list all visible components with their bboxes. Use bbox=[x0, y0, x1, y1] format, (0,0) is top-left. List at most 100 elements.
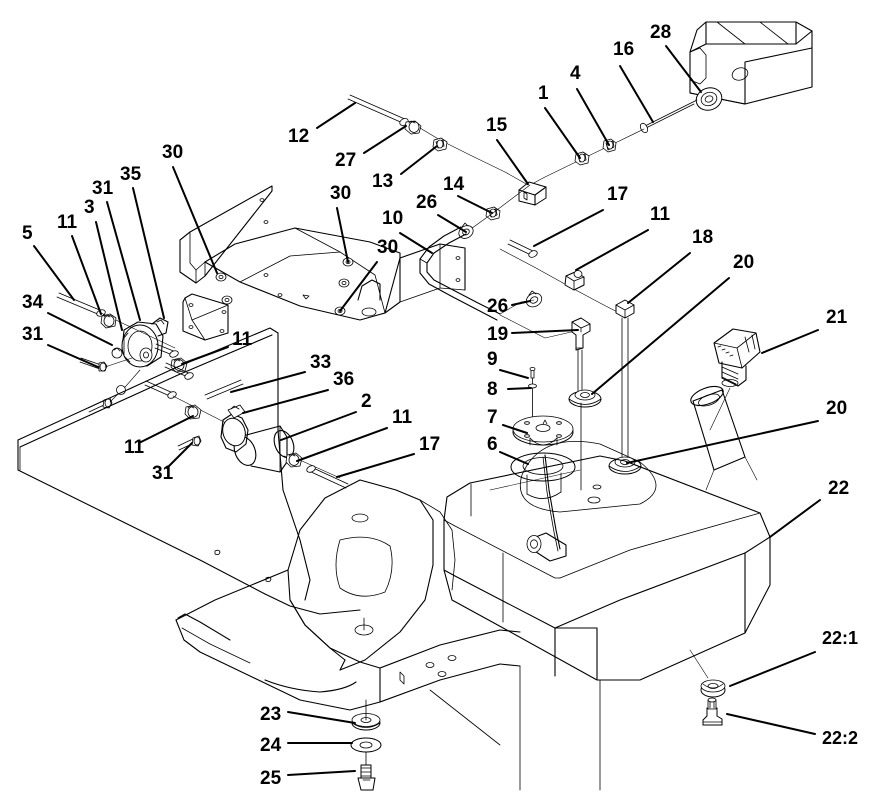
callout-label-c18: 18 bbox=[692, 227, 714, 248]
filter-clamp-11 bbox=[285, 452, 341, 479]
part-24-washer bbox=[350, 737, 382, 753]
part-17-tube-lower bbox=[306, 465, 349, 489]
leader-line-19 bbox=[511, 329, 579, 334]
callout-label-c11b: 11 bbox=[57, 212, 78, 233]
leader-line-17 bbox=[336, 453, 415, 478]
callout-label-c23: 23 bbox=[260, 704, 282, 725]
part-22-1-fitting bbox=[689, 649, 726, 698]
callout-label-c22: 22 bbox=[828, 478, 850, 499]
lower-left-hardware bbox=[144, 380, 229, 451]
leader-line-31 bbox=[47, 344, 99, 368]
leader-line-22-2 bbox=[726, 713, 816, 735]
leader-line-17 bbox=[533, 209, 604, 247]
callout-label-c31c: 31 bbox=[152, 463, 174, 484]
leader-line-33 bbox=[230, 371, 306, 393]
leader-line-12 bbox=[316, 102, 356, 129]
leader-line-27 bbox=[363, 125, 407, 154]
callout-label-c27: 27 bbox=[335, 150, 357, 171]
leader-line-26 bbox=[437, 214, 467, 233]
part-10-fuel-hose bbox=[419, 226, 501, 321]
part-19-elbow bbox=[571, 317, 591, 398]
callout-label-c30b: 30 bbox=[330, 183, 352, 204]
leader-line-13 bbox=[400, 145, 438, 175]
leader-line-5 bbox=[33, 245, 75, 301]
part-25-bolt bbox=[357, 699, 376, 791]
leader-line-11 bbox=[138, 415, 194, 444]
callout-label-c22_1: 22:1 bbox=[822, 628, 859, 648]
leader-line-25 bbox=[287, 770, 356, 776]
leader-line-31 bbox=[166, 442, 193, 469]
callout-label-c7: 7 bbox=[487, 407, 498, 428]
callout-label-c4: 4 bbox=[570, 63, 581, 84]
callout-label-c20a: 20 bbox=[733, 252, 755, 273]
leader-line-20 bbox=[626, 420, 819, 464]
leader-line-7 bbox=[502, 424, 528, 434]
sender-wire bbox=[544, 454, 561, 550]
leader-line-35 bbox=[132, 187, 165, 319]
callout-label-c1: 1 bbox=[538, 83, 549, 104]
leader-line-11 bbox=[71, 235, 102, 315]
callout-label-c3: 3 bbox=[84, 197, 95, 218]
callout-label-c20b: 20 bbox=[826, 398, 848, 419]
leader-line-6 bbox=[499, 451, 529, 465]
leader-line-31 bbox=[106, 201, 141, 321]
tank-filler-neck bbox=[690, 385, 758, 491]
part-7-sender-flange bbox=[512, 415, 574, 446]
part-20-grommet-upper bbox=[568, 389, 602, 491]
leader-line-34 bbox=[47, 312, 113, 346]
callout-label-c10: 10 bbox=[382, 208, 404, 229]
leader-line-16 bbox=[619, 65, 654, 123]
leader-line-21 bbox=[761, 329, 819, 354]
leader-line-14 bbox=[457, 195, 493, 214]
part-8-washer bbox=[528, 383, 537, 389]
leader-line-30 bbox=[339, 261, 378, 312]
callout-label-c35: 35 bbox=[120, 164, 142, 185]
part-13-nut bbox=[419, 127, 529, 186]
part-22-2-valve bbox=[702, 697, 723, 726]
body-panels bbox=[17, 327, 601, 791]
leader-line-10 bbox=[399, 232, 433, 254]
leader-line-22-1 bbox=[729, 651, 816, 687]
callout-label-c31a: 31 bbox=[92, 178, 114, 199]
callout-label-c13: 13 bbox=[372, 171, 394, 192]
callout-label-c21: 21 bbox=[826, 307, 848, 328]
callout-label-c9: 9 bbox=[487, 349, 498, 370]
callout-label-c25: 25 bbox=[260, 768, 282, 789]
callout-label-c5: 5 bbox=[22, 223, 33, 244]
callout-label-c6: 6 bbox=[487, 434, 498, 455]
leader-line-15 bbox=[496, 139, 529, 185]
leader-lines bbox=[33, 45, 821, 776]
right-fittings-run bbox=[499, 239, 635, 471]
part-28-bushing bbox=[695, 87, 723, 111]
callout-label-c33: 33 bbox=[310, 352, 332, 373]
callout-label-c30a: 30 bbox=[162, 142, 184, 163]
callout-label-c28: 28 bbox=[650, 22, 672, 43]
callout-label-c22_2: 22:2 bbox=[822, 728, 859, 748]
leader-line-26 bbox=[511, 300, 531, 306]
callout-label-c11d: 11 bbox=[392, 407, 413, 428]
part-15-block bbox=[518, 181, 547, 206]
part-27-nut bbox=[404, 120, 422, 135]
leader-line-9 bbox=[499, 369, 529, 379]
part-22-fuel-tank bbox=[443, 455, 771, 681]
leader-line-3 bbox=[95, 221, 123, 331]
callout-label-c11a: 11 bbox=[650, 204, 671, 225]
leader-line-1 bbox=[544, 107, 581, 159]
leader-line-30 bbox=[336, 207, 349, 263]
sender-wire-2 bbox=[542, 456, 559, 552]
leader-line-8 bbox=[507, 387, 532, 390]
callout-label-c36: 36 bbox=[333, 369, 355, 390]
callout-label-c15: 15 bbox=[486, 115, 508, 136]
leader-line-30 bbox=[172, 166, 218, 274]
callout-label-c34: 34 bbox=[22, 292, 44, 313]
callout-label-c14: 14 bbox=[443, 174, 465, 195]
callout-label-c31b: 31 bbox=[22, 324, 44, 345]
callout-label-c17a: 17 bbox=[607, 184, 629, 205]
leader-line-11 bbox=[575, 229, 649, 271]
part-21-fuel-cap bbox=[709, 328, 761, 431]
callout-label-c11c: 11 bbox=[232, 329, 253, 350]
leader-line-36 bbox=[242, 389, 329, 414]
